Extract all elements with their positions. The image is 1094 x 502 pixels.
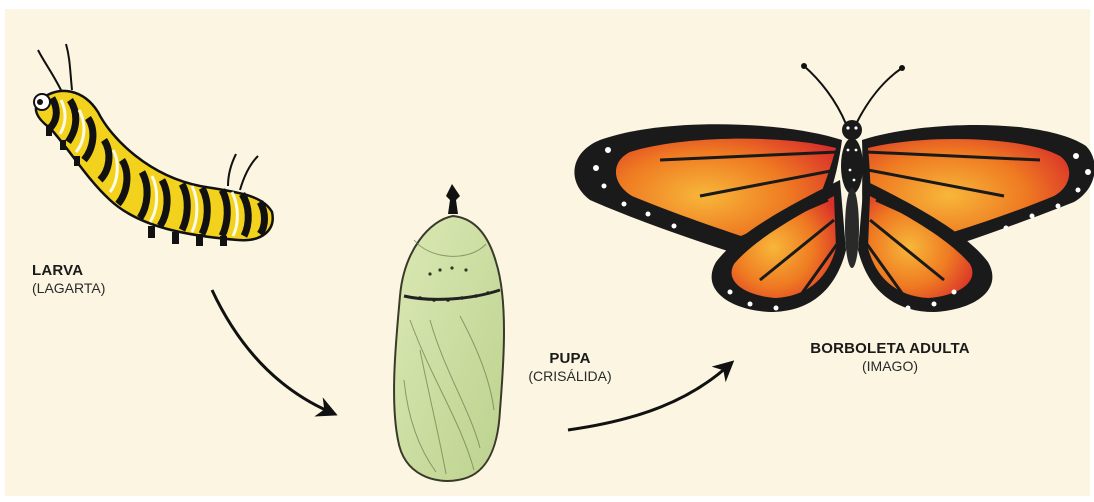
stage-title: LARVA [32,262,105,280]
stage-title: BORBOLETA ADULTA [800,340,980,358]
stage-label-pupa: PUPA (CRISÁLIDA) [520,350,620,385]
caterpillar-icon [34,44,273,246]
stage-subtitle: (IMAGO) [800,358,980,375]
stage-subtitle: (CRISÁLIDA) [520,368,620,385]
stage-label-larva: LARVA (LAGARTA) [32,262,105,297]
stage-label-adult: BORBOLETA ADULTA (IMAGO) [800,340,980,375]
stage-title: PUPA [520,350,620,368]
arrow-icon [212,290,330,412]
butterfly-icon [574,63,1094,312]
stage-subtitle: (LAGARTA) [32,280,105,297]
chrysalis-icon [394,184,504,481]
